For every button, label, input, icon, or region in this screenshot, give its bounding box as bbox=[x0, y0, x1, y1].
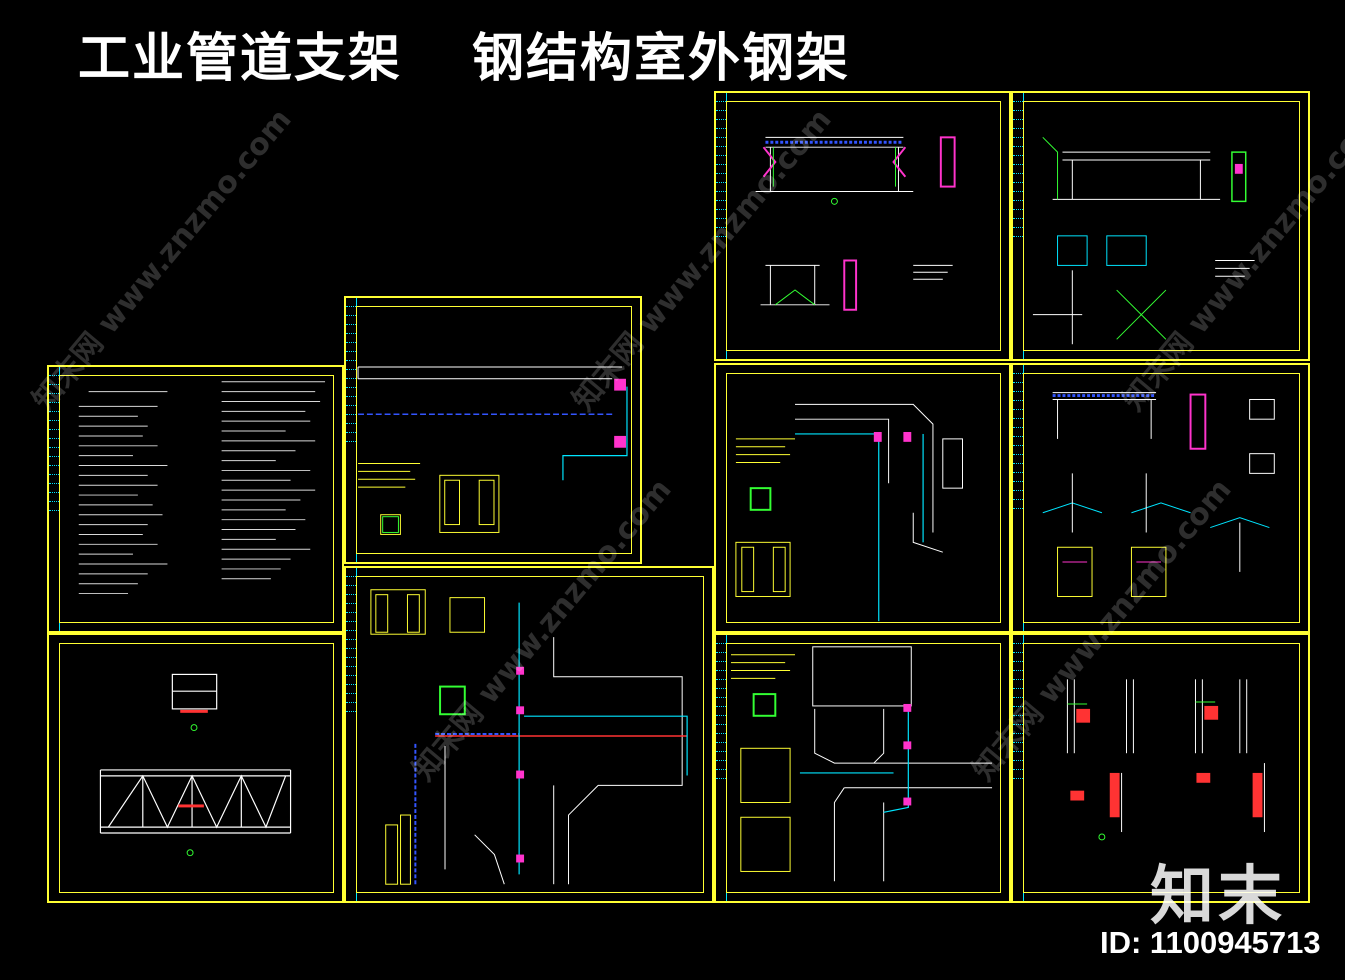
sheet-plan-main[interactable] bbox=[344, 566, 714, 903]
sheet-elevation-2[interactable] bbox=[1011, 91, 1310, 361]
plan-right-1-drawing bbox=[735, 403, 963, 622]
elevation-1-drawing bbox=[755, 136, 956, 311]
sheet-elevation-1[interactable] bbox=[714, 91, 1011, 361]
details-2-drawing bbox=[1066, 679, 1265, 841]
notes-drawing bbox=[78, 381, 326, 595]
sheet-plan-right-2[interactable] bbox=[714, 633, 1011, 903]
sheet-details-2[interactable] bbox=[1011, 633, 1310, 903]
elevation-2-drawing bbox=[1032, 136, 1255, 345]
sheet-plan-right-1[interactable] bbox=[714, 363, 1011, 633]
truss-drawing bbox=[99, 673, 292, 857]
asset-id: ID: 1100945713 bbox=[1100, 925, 1321, 960]
plan-right-2-drawing bbox=[730, 646, 993, 882]
title-part-1: 工业管道支架 bbox=[78, 29, 403, 89]
plan-top-drawing bbox=[357, 366, 628, 535]
brand-logo: 知末 bbox=[1150, 860, 1286, 934]
page-title: 工业管道支架 钢结构室外钢架 bbox=[78, 16, 850, 91]
plan-main-drawing bbox=[370, 589, 688, 885]
title-part-2: 钢结构室外钢架 bbox=[472, 29, 851, 89]
sheet-plan-top[interactable] bbox=[344, 296, 642, 564]
sheet-truss-detail[interactable] bbox=[47, 633, 344, 903]
details-1-drawing bbox=[1042, 392, 1275, 598]
sheet-details-1[interactable] bbox=[1011, 363, 1310, 633]
sheet-notes[interactable] bbox=[47, 365, 344, 633]
